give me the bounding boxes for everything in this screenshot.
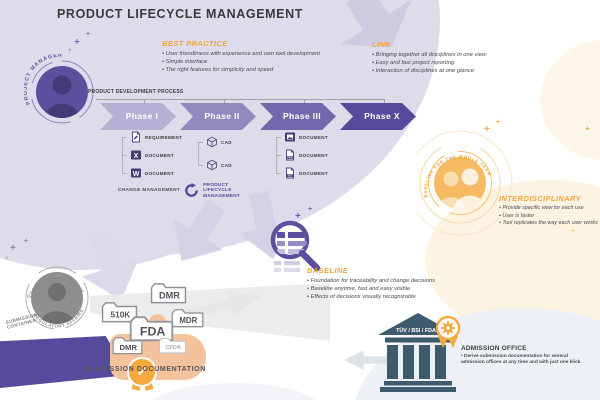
background-blob-blue-2 — [150, 383, 320, 400]
bullet-item: The right features for simplicity and sp… — [162, 66, 334, 74]
svg-text:X: X — [134, 153, 139, 160]
bracket-tick — [224, 99, 225, 104]
bullet-item: Interaction of disciplines at one glance — [372, 67, 522, 75]
svg-text:MDR: MDR — [179, 316, 197, 325]
bullet-item: Simple interface — [162, 58, 334, 66]
bullet-item: Easy and fast project reporting — [372, 59, 522, 67]
process-label: PRODUCT DEVELOPMENT PROCESS — [88, 89, 184, 95]
section-baseline: BASELINE Foundation for traceability and… — [307, 266, 472, 301]
bracket-tick — [384, 99, 385, 104]
bracket-tick — [144, 99, 145, 104]
approval-seal-icon: ✓ — [129, 359, 155, 385]
folder-cfda: CFDA — [158, 337, 187, 354]
sparkle-plus-icon: + — [86, 31, 91, 38]
pdf-file-icon: PDF — [286, 149, 294, 161]
doc-label: DOCUMENT — [145, 152, 174, 158]
doc-item-requirement: REQUIREMENT — [122, 131, 182, 143]
sparkle-plus-icon: + — [585, 124, 590, 133]
building-sign-label: TÜV / BSI / FDA — [396, 327, 436, 334]
bullet-item: Provide specific view for each use — [499, 205, 600, 213]
sparkle-plus-icon: + — [308, 206, 313, 213]
folder-fda: FDA — [129, 316, 174, 342]
sparkle-plus-icon: + — [5, 256, 9, 262]
doc-item-pdf: PDF DOCUMENT — [276, 149, 328, 161]
doc-label: DOCUMENT — [299, 152, 328, 158]
section-heading: LINK — [372, 40, 392, 49]
doc-label: DOCUMENT — [299, 134, 328, 140]
cad-cube-icon — [207, 159, 217, 171]
bullet-item: Derive submission documentation for seve… — [461, 354, 585, 367]
svg-text:W: W — [133, 171, 140, 178]
section-link: LINK Bringing together all disciplines i… — [372, 40, 522, 75]
word-document-icon: W — [131, 168, 141, 178]
doc-item-image: DOCUMENT — [276, 131, 328, 143]
doc-label: DOCUMENT — [145, 170, 174, 176]
bracket-tick — [304, 99, 305, 104]
doc-label: CAD — [221, 162, 232, 168]
submission-documentation-caption: SUBMISSION DOCUMENTATION — [84, 366, 206, 373]
sparkle-plus-icon: + — [571, 228, 576, 235]
doc-label: DOCUMENT — [299, 170, 328, 176]
bullet-item: User is faster — [499, 213, 600, 221]
page-title: PRODUCT LIFECYCLE MANAGEMENT — [57, 7, 303, 21]
section-heading: INTERDISCIPLINARY — [499, 194, 582, 203]
doc-item-cad: CAD — [198, 136, 232, 148]
tree-line — [198, 142, 199, 165]
doc-item-txt: TXT DOCUMENT — [276, 167, 328, 179]
txt-file-icon: TXT — [286, 167, 294, 179]
svg-text:PDF: PDF — [287, 156, 293, 160]
section-heading: BASELINE — [307, 266, 349, 275]
doc-label: REQUIREMENT — [145, 134, 183, 140]
baseline-magnifier-icon — [270, 220, 321, 272]
cad-cube-icon — [207, 136, 217, 148]
sparkle-plus-icon: + — [24, 238, 29, 245]
quality-manager-avatar-icon: QUALITY MANAGEMENT REGULATORY AFFAIRS — [26, 266, 89, 330]
section-admission-office: ADMISSION OFFICE Derive submission docum… — [461, 345, 585, 367]
section-interdisciplinary: INTERDISCIPLINARY Provide specific view … — [499, 194, 600, 228]
sparkle-plus-icon: + — [10, 243, 16, 254]
team-avatar-icon: BASELINE FOR THE WHOLE TEAM — [407, 130, 513, 236]
change-management-label: CHANGE MANAGEMENT — [118, 188, 181, 194]
background-blob-orange-2 — [540, 40, 600, 160]
sparkle-plus-icon: + — [68, 48, 72, 54]
sparkle-plus-icon: + — [74, 37, 80, 48]
doc-item-cad: CAD — [198, 159, 232, 171]
change-management-row: CHANGE MANAGEMENT PRODUCT LIFECYCLE MANA… — [118, 183, 249, 199]
folder-dmr: DMR — [150, 283, 187, 304]
requirement-doc-icon — [132, 131, 140, 143]
certificate-gear-seal-icon — [435, 315, 461, 348]
admission-office-building-icon: TÜV / BSI / FDA — [378, 313, 461, 392]
image-document-icon — [285, 132, 295, 142]
project-manager-avatar-icon: PROJECT MANAGER — [24, 54, 94, 124]
bullet-item: Effects of decisions visually recognizab… — [307, 293, 472, 301]
svg-text:DMR: DMR — [119, 343, 137, 352]
svg-text:510K: 510K — [111, 311, 131, 320]
bullet-item: Foundation for traceability and change d… — [307, 277, 472, 285]
sparkle-plus-icon: + — [484, 124, 490, 135]
doc-item-word: W DOCUMENT — [122, 167, 174, 179]
cycle-arrow-icon — [185, 183, 199, 198]
doc-label: CAD — [221, 139, 232, 145]
svg-text:FDA: FDA — [140, 324, 165, 338]
svg-text:CFDA: CFDA — [165, 345, 181, 351]
svg-text:TXT: TXT — [288, 174, 293, 178]
plm-cycle-label: PRODUCT LIFECYCLE MANAGEMENT — [203, 183, 241, 199]
folder-mdr: MDR — [171, 309, 204, 328]
excel-document-icon: X — [131, 150, 141, 160]
sparkle-plus-icon: + — [496, 119, 501, 126]
sparkle-plus-icon: + — [295, 211, 301, 222]
folder-dmr-small: DMR — [112, 337, 143, 355]
process-bracket-line — [96, 99, 384, 100]
bullet-item: Tool replicates the way each user works — [499, 220, 600, 228]
bullet-item: User friendliness with experience and ow… — [162, 50, 334, 58]
section-heading: BEST PRACTICE — [162, 39, 228, 48]
svg-text:DMR: DMR — [159, 291, 180, 301]
bullet-item: Baseline anytime, fast and easy visible — [307, 285, 472, 293]
bullet-item: Bringing together all disciplines in one… — [372, 51, 522, 59]
section-heading: ADMISSION OFFICE — [461, 345, 527, 352]
doc-item-excel: X DOCUMENT — [122, 149, 174, 161]
section-best-practice: BEST PRACTICE User friendliness with exp… — [162, 39, 334, 74]
